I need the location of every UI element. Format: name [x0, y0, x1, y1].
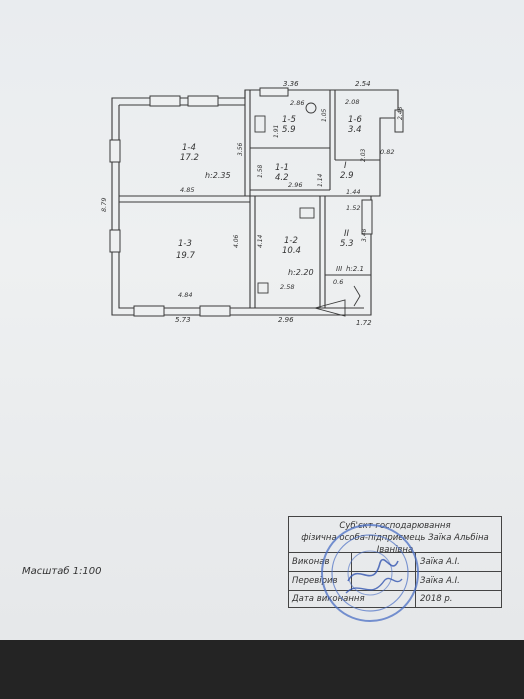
- room-1-3-area: 19.7: [176, 251, 196, 261]
- dim-484: 4.84: [178, 291, 192, 299]
- dim-296: 2.96: [288, 181, 302, 189]
- dim-top-336: 3.36: [283, 80, 299, 88]
- title-block-row: Виконав Заїка А.І.: [289, 553, 501, 572]
- dim-208: 2.08: [345, 98, 359, 106]
- dim-top-254: 2.54: [355, 80, 371, 88]
- dim-406: 4.06: [233, 234, 240, 248]
- room-II-id: II: [344, 229, 350, 239]
- scale-label: Масштаб 1:100: [22, 566, 102, 577]
- dim-144: 1.44: [346, 188, 360, 196]
- dim-248: 2.48: [397, 106, 404, 120]
- dimension-labels: 3.36 2.54 2.86 2.08 2.48 1.91 1.05 3.56 …: [100, 80, 404, 327]
- dim-060: 0.6: [333, 278, 343, 286]
- room-I-id: I: [344, 161, 347, 171]
- room-1-3-id: 1-3: [178, 239, 192, 249]
- row-label: Дата виконання: [292, 594, 365, 604]
- title-block-row: Дата виконання 2018 р.: [289, 590, 501, 608]
- dim-152: 1.52: [346, 204, 360, 212]
- paper-sheet: [0, 0, 524, 640]
- room-I-area: 2.9: [340, 171, 354, 181]
- dim-348: 3.48: [361, 228, 368, 242]
- room-II-area: 5.3: [340, 239, 354, 249]
- room-1-5-id: 1-5: [282, 115, 296, 125]
- row-name: 2018 р.: [420, 594, 453, 604]
- room-III-id: III: [336, 265, 342, 273]
- row-name: Заїка А.І.: [420, 576, 460, 586]
- room-1-6-area: 3.4: [348, 125, 362, 135]
- height-label-2: h:2.20: [288, 268, 314, 277]
- dim-114: 1.14: [317, 173, 324, 187]
- title-block-row: Перевірив Заїка А.І.: [289, 572, 501, 591]
- dim-286: 2.86: [290, 99, 304, 107]
- room-1-4-id: 1-4: [182, 143, 196, 153]
- title-block-header: Суб'єкт господарювання фізична особа-під…: [289, 517, 501, 555]
- room-1-4-area: 17.2: [180, 153, 199, 163]
- room-1-2-id: 1-2: [284, 236, 298, 246]
- height-labels: h:2.35 h:2.20 h:2.1: [205, 171, 364, 277]
- dim-356: 3.56: [237, 142, 244, 156]
- row-label: Перевірив: [292, 576, 338, 586]
- room-1-5-area: 5.9: [282, 125, 296, 135]
- dim-bottom-296: 2.96: [278, 316, 294, 324]
- floor-plan: 3.36 2.54 2.86 2.08 2.48 1.91 1.05 3.56 …: [100, 80, 404, 327]
- dim-258: 2.58: [280, 283, 294, 291]
- dim-203: 2.03: [360, 148, 367, 162]
- dim-191: 1.91: [273, 125, 280, 138]
- dim-bottom-172: 1.72: [356, 319, 372, 327]
- title-block-line1: Суб'єкт господарювання: [339, 521, 451, 531]
- height-label-3: h:2.1: [346, 265, 364, 273]
- height-label-1: h:2.35: [205, 171, 231, 180]
- title-block: Суб'єкт господарювання фізична особа-під…: [288, 516, 502, 608]
- background-surface: [0, 640, 524, 699]
- title-block-line2: фізична особа-підприємець Заїка Альбіна …: [301, 533, 489, 555]
- room-1-1-area: 4.2: [275, 173, 289, 183]
- room-1-6-id: 1-6: [348, 115, 362, 125]
- dim-105: 1.05: [321, 108, 328, 122]
- room-1-1-id: 1-1: [275, 163, 289, 173]
- dim-082: 0.82: [380, 148, 394, 156]
- dim-414: 4.14: [257, 234, 264, 248]
- room-labels: 1-4 17.2 1-5 5.9 1-6 3.4 1-1 4.2 I 2.9 1…: [176, 115, 362, 273]
- row-name: Заїка А.І.: [420, 557, 460, 567]
- dim-158: 1.58: [257, 164, 264, 178]
- dim-485: 4.85: [180, 186, 194, 194]
- dim-bottom-573: 5.73: [175, 316, 191, 324]
- room-1-2-area: 10.4: [282, 246, 301, 256]
- dim-879: 8.79: [100, 198, 108, 212]
- stamp-seal: [321, 524, 419, 622]
- row-label: Виконав: [292, 557, 330, 567]
